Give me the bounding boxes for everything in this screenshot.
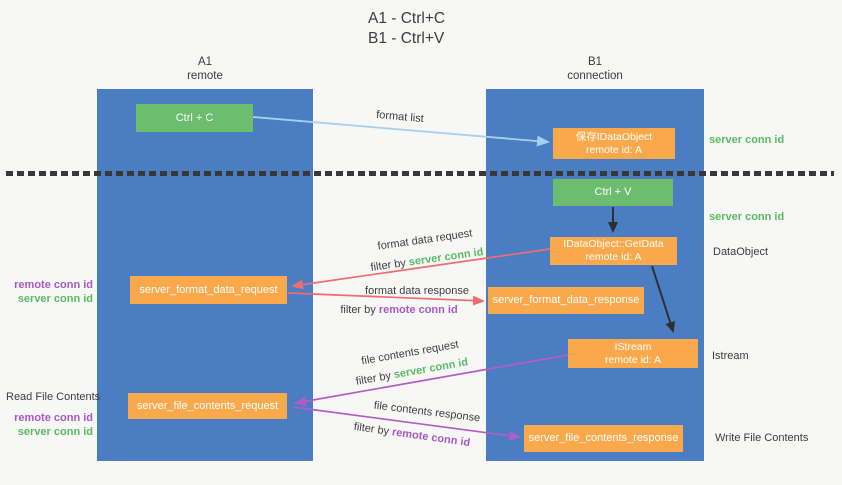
- diagram-title: A1 - Ctrl+C B1 - Ctrl+V: [368, 9, 445, 49]
- filter-by-text: filter by: [354, 369, 392, 388]
- save-dataobject-line1: 保存IDataObject: [575, 130, 653, 143]
- title-line-2: B1 - Ctrl+V: [368, 30, 445, 47]
- remote-conn-id-text: remote conn id: [391, 426, 471, 450]
- remote-conn-id-annotation: remote conn id: [14, 279, 93, 291]
- istream-line1: IStream: [614, 340, 652, 353]
- ctrl-v-label: Ctrl + V: [594, 186, 632, 198]
- format-list-label: format list: [375, 108, 425, 126]
- conn-id-pair-bottom: remote conn id server conn id: [6, 411, 93, 439]
- filter-by-text: filter by: [369, 257, 407, 274]
- file-contents-response-label: file contents response: [373, 399, 481, 425]
- conn-id-pair-top: remote conn id server conn id: [6, 278, 93, 306]
- column-header-b1: B1 connection: [525, 55, 665, 83]
- save-dataobject-line2: remote id: A: [585, 143, 643, 156]
- phase-separator-dashed-line: [6, 171, 834, 176]
- server-conn-id-annotation-mid: server conn id: [709, 211, 785, 223]
- filter-by-text: filter by: [353, 420, 390, 438]
- server-file-contents-response-box: server_file_contents_response: [524, 425, 683, 452]
- server-format-data-response-box: server_format_data_response: [488, 287, 644, 314]
- column-a1-role: remote: [187, 70, 223, 82]
- save-dataobject-box: 保存IDataObject remote id: A: [553, 128, 675, 159]
- format-request-label: server_format_data_request: [139, 283, 278, 296]
- server-conn-id-text: server conn id: [408, 246, 485, 269]
- getdata-line1: IDataObject::GetData: [563, 238, 664, 250]
- read-file-contents-annotation: Read File Contents: [6, 391, 101, 403]
- column-a1-name: A1: [197, 56, 213, 68]
- istream-line2: remote id: A: [604, 353, 662, 366]
- dataobject-annotation: DataObject: [713, 246, 769, 258]
- filter-by-remote-conn-id-label-1: filter by remote conn id: [340, 304, 457, 316]
- server-conn-id-annotation: server conn id: [17, 426, 93, 438]
- file-response-label: server_file_contents_response: [528, 432, 679, 444]
- server-format-data-request-box: server_format_data_request: [130, 276, 287, 304]
- ctrl-v-box: Ctrl + V: [553, 179, 673, 206]
- istream-annotation: Istream: [712, 350, 749, 362]
- remote-conn-id-text: remote conn id: [378, 304, 458, 316]
- column-b1-name: B1: [587, 56, 603, 68]
- server-conn-id-annotation: server conn id: [17, 293, 93, 305]
- column-b1-role: connection: [567, 70, 623, 82]
- filter-by-text: filter by: [340, 304, 376, 316]
- file-request-label: server_file_contents_request: [136, 399, 279, 412]
- format-response-label: server_format_data_response: [492, 294, 640, 306]
- remote-conn-id-annotation: remote conn id: [14, 412, 93, 424]
- column-header-a1: A1 remote: [135, 55, 275, 83]
- idataobject-getdata-box: IDataObject::GetData remote id: A: [550, 237, 677, 265]
- format-data-response-label: format data response: [365, 285, 469, 297]
- filter-by-remote-conn-id-label-2: filter by remote conn id: [353, 421, 471, 449]
- write-file-contents-annotation: Write File Contents: [715, 432, 809, 444]
- server-file-contents-request-box: server_file_contents_request: [128, 393, 287, 419]
- title-line-1: A1 - Ctrl+C: [368, 10, 446, 27]
- server-conn-id-annotation-top: server conn id: [709, 134, 785, 146]
- ctrl-c-label: Ctrl + C: [175, 111, 214, 124]
- istream-box: IStream remote id: A: [568, 339, 698, 368]
- getdata-line2: remote id: A: [585, 251, 642, 263]
- ctrl-c-box: Ctrl + C: [136, 104, 253, 132]
